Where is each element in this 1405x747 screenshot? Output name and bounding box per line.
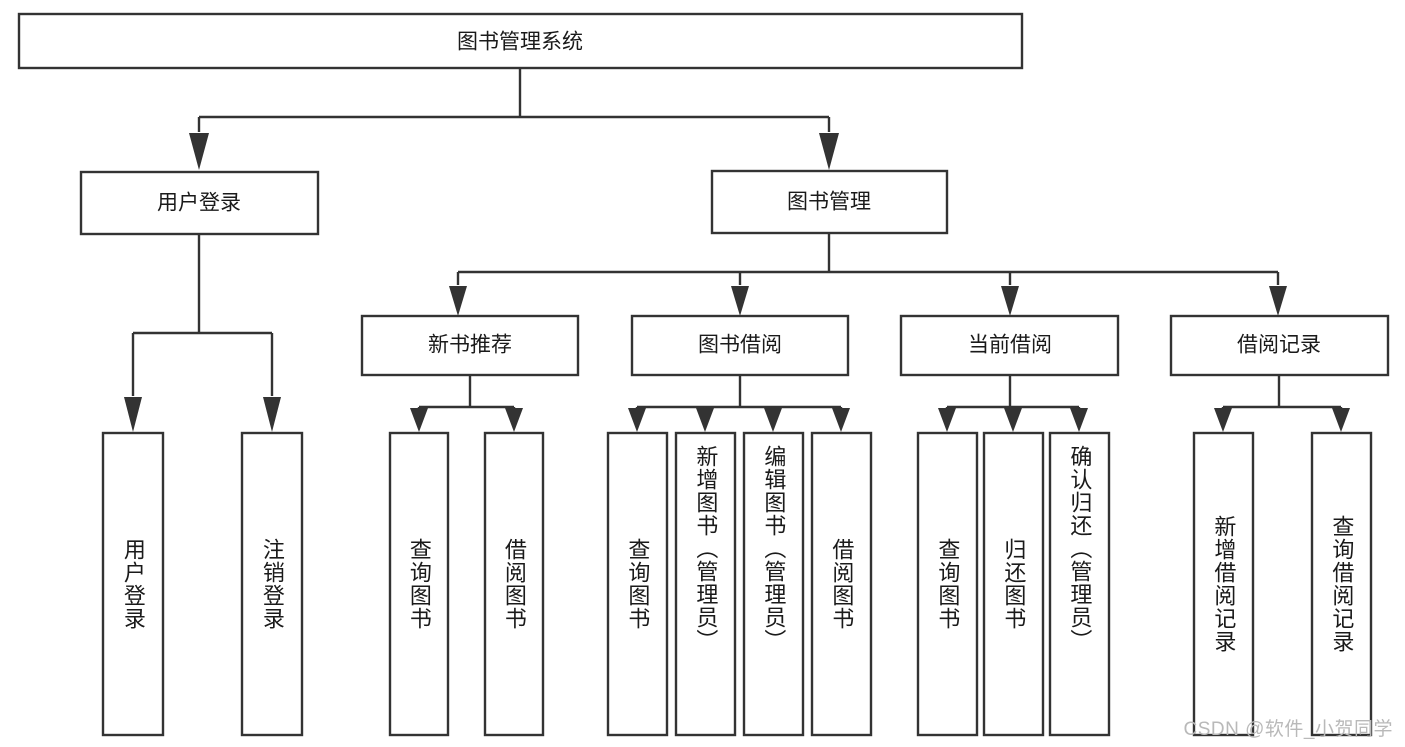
- arrow-book-borrow-leaf-3: [764, 408, 782, 432]
- node-user-login-box[interactable]: [79, 170, 320, 236]
- node-book-mgmt[interactable]: 图书管理: [710, 169, 949, 235]
- leaf-box-new-book-1[interactable]: [388, 431, 450, 737]
- node-book-borrow-box[interactable]: [630, 314, 850, 377]
- arrow-current-borrow-leaf-1: [938, 408, 956, 432]
- arrow-borrow-record-leaf-2: [1332, 408, 1350, 432]
- node-book-mgmt-box[interactable]: [710, 169, 949, 235]
- arrow-borrow-record-leaf-1: [1214, 408, 1232, 432]
- node-borrow-record-label: 借阅记录: [1237, 334, 1321, 357]
- leaf-box-book-borrow-1[interactable]: [606, 431, 669, 737]
- leaf-box-current-borrow-1[interactable]: [916, 431, 979, 737]
- leaf-box-borrow-record-1[interactable]: [1192, 431, 1255, 737]
- node-user-login-label: 用户登录: [157, 192, 241, 215]
- node-root-box[interactable]: [17, 12, 1024, 70]
- node-root-label: 图书管理系统: [457, 31, 583, 54]
- node-root[interactable]: 图书管理系统: [17, 12, 1024, 70]
- node-new-book-label: 新书推荐: [428, 334, 512, 357]
- arrow-book-borrow-leaf-4: [832, 408, 850, 432]
- arrow-book-borrow-leaf-2: [696, 408, 714, 432]
- csdn-watermark: CSDN @软件_小贺同学: [1183, 719, 1393, 740]
- leaf-box-user-login-1[interactable]: [101, 431, 165, 737]
- leaf-box-current-borrow-3[interactable]: [1048, 431, 1111, 737]
- leaf-box-book-borrow-2[interactable]: [674, 431, 737, 737]
- leaf-boxes: [101, 431, 1373, 737]
- arrow-new-book-leaf-1: [410, 408, 428, 432]
- node-book-borrow-label: 图书借阅: [698, 334, 782, 357]
- arrow-book-mgmt-child-1: [449, 286, 467, 316]
- node-current-borrow-box[interactable]: [899, 314, 1120, 377]
- arrow-user-login-leaf-2: [263, 397, 281, 432]
- arrow-current-borrow-leaf-3: [1070, 408, 1088, 432]
- leaf-box-borrow-record-2[interactable]: [1310, 431, 1373, 737]
- arrow-current-borrow-leaf-2: [1004, 408, 1022, 432]
- node-borrow-record[interactable]: 借阅记录: [1169, 314, 1390, 377]
- leaf-box-new-book-2[interactable]: [483, 431, 545, 737]
- arrow-user-login-leaf-1: [124, 397, 142, 432]
- node-new-book-box[interactable]: [360, 314, 580, 377]
- leaf-box-user-login-2[interactable]: [240, 431, 304, 737]
- leaf-box-book-borrow-4[interactable]: [810, 431, 873, 737]
- node-user-login[interactable]: 用户登录: [79, 170, 320, 236]
- connectors: [124, 68, 1350, 432]
- node-book-borrow[interactable]: 图书借阅: [630, 314, 850, 377]
- node-current-borrow-label: 当前借阅: [968, 334, 1052, 357]
- node-borrow-record-box[interactable]: [1169, 314, 1390, 377]
- arrow-book-mgmt-child-2: [731, 286, 749, 316]
- node-book-mgmt-label: 图书管理: [787, 191, 871, 214]
- leaf-box-book-borrow-3[interactable]: [742, 431, 805, 737]
- arrow-book-borrow-leaf-1: [628, 408, 646, 432]
- arrow-book-mgmt-child-4: [1269, 286, 1287, 316]
- node-new-book[interactable]: 新书推荐: [360, 314, 580, 377]
- arrow-new-book-leaf-2: [505, 408, 523, 432]
- arrow-root-to-user-login: [189, 133, 209, 170]
- arrow-root-to-book-mgmt: [819, 133, 839, 170]
- leaf-box-current-borrow-2[interactable]: [982, 431, 1045, 737]
- node-current-borrow[interactable]: 当前借阅: [899, 314, 1120, 377]
- arrow-book-mgmt-child-3: [1001, 286, 1019, 316]
